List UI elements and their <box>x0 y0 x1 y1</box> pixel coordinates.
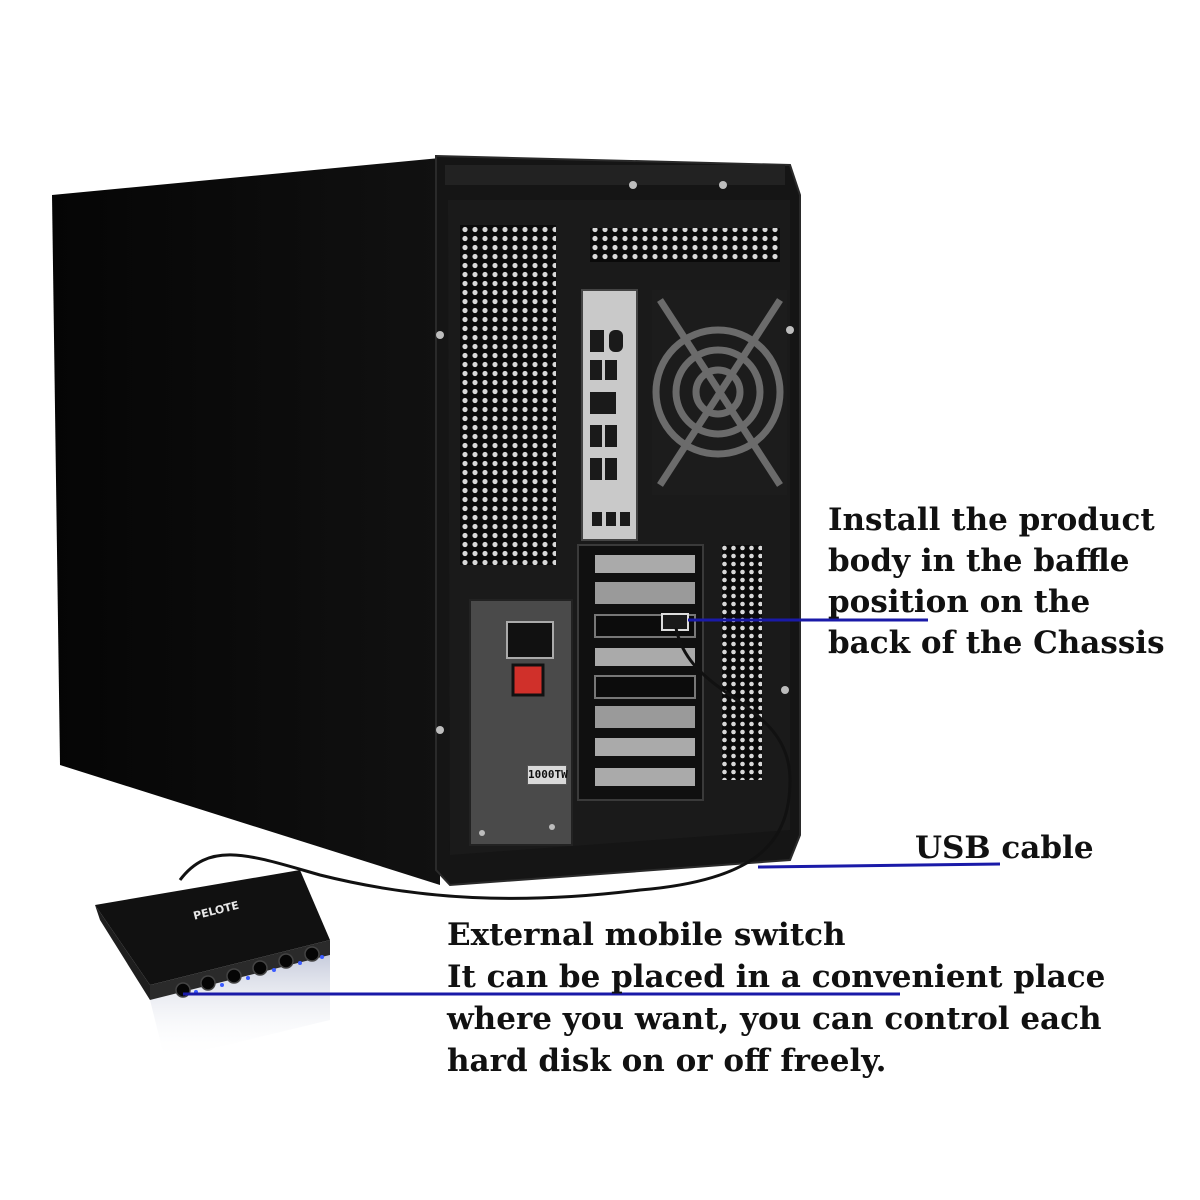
callout-pointer-lines <box>183 618 1001 996</box>
power-socket <box>506 621 554 659</box>
external-switch-box <box>95 870 330 1060</box>
callout-line: USB cable <box>915 830 1094 866</box>
callout-line: Install the product <box>828 502 1155 538</box>
power-switch <box>511 663 545 697</box>
callout-line: where you want, you can control each <box>447 1001 1102 1037</box>
usb-cable <box>178 627 792 900</box>
chassis-side-panel <box>52 158 440 885</box>
callout-line: back of the Chassis <box>828 625 1165 661</box>
left-vent-mesh <box>460 225 556 565</box>
fan-grill <box>652 290 787 495</box>
callout-line: body in the baffle <box>828 543 1130 579</box>
callout-line: External mobile switch <box>447 917 846 953</box>
external-switch-callout: External mobile switch It can be placed … <box>447 914 1105 1082</box>
psu-wattage-badge: 1000TW <box>527 765 568 785</box>
usb-cable-callout: USB cable <box>915 828 1094 868</box>
top-rail <box>445 165 785 185</box>
baffle-usb-module <box>661 613 689 631</box>
callout-line: position on the <box>828 584 1091 620</box>
expansion-slots <box>577 544 704 801</box>
chassis-screws <box>436 181 794 836</box>
callout-line: hard disk on or off freely. <box>447 1043 887 1079</box>
io-shield <box>581 289 638 541</box>
callout-line: It can be placed in a convenient place <box>447 959 1106 995</box>
io-ports <box>590 330 630 526</box>
top-vent-mesh <box>590 228 780 262</box>
psu-panel <box>469 599 573 846</box>
right-vent-mesh <box>722 545 762 780</box>
baffle-install-callout: Install the product body in the baffle p… <box>828 500 1165 664</box>
